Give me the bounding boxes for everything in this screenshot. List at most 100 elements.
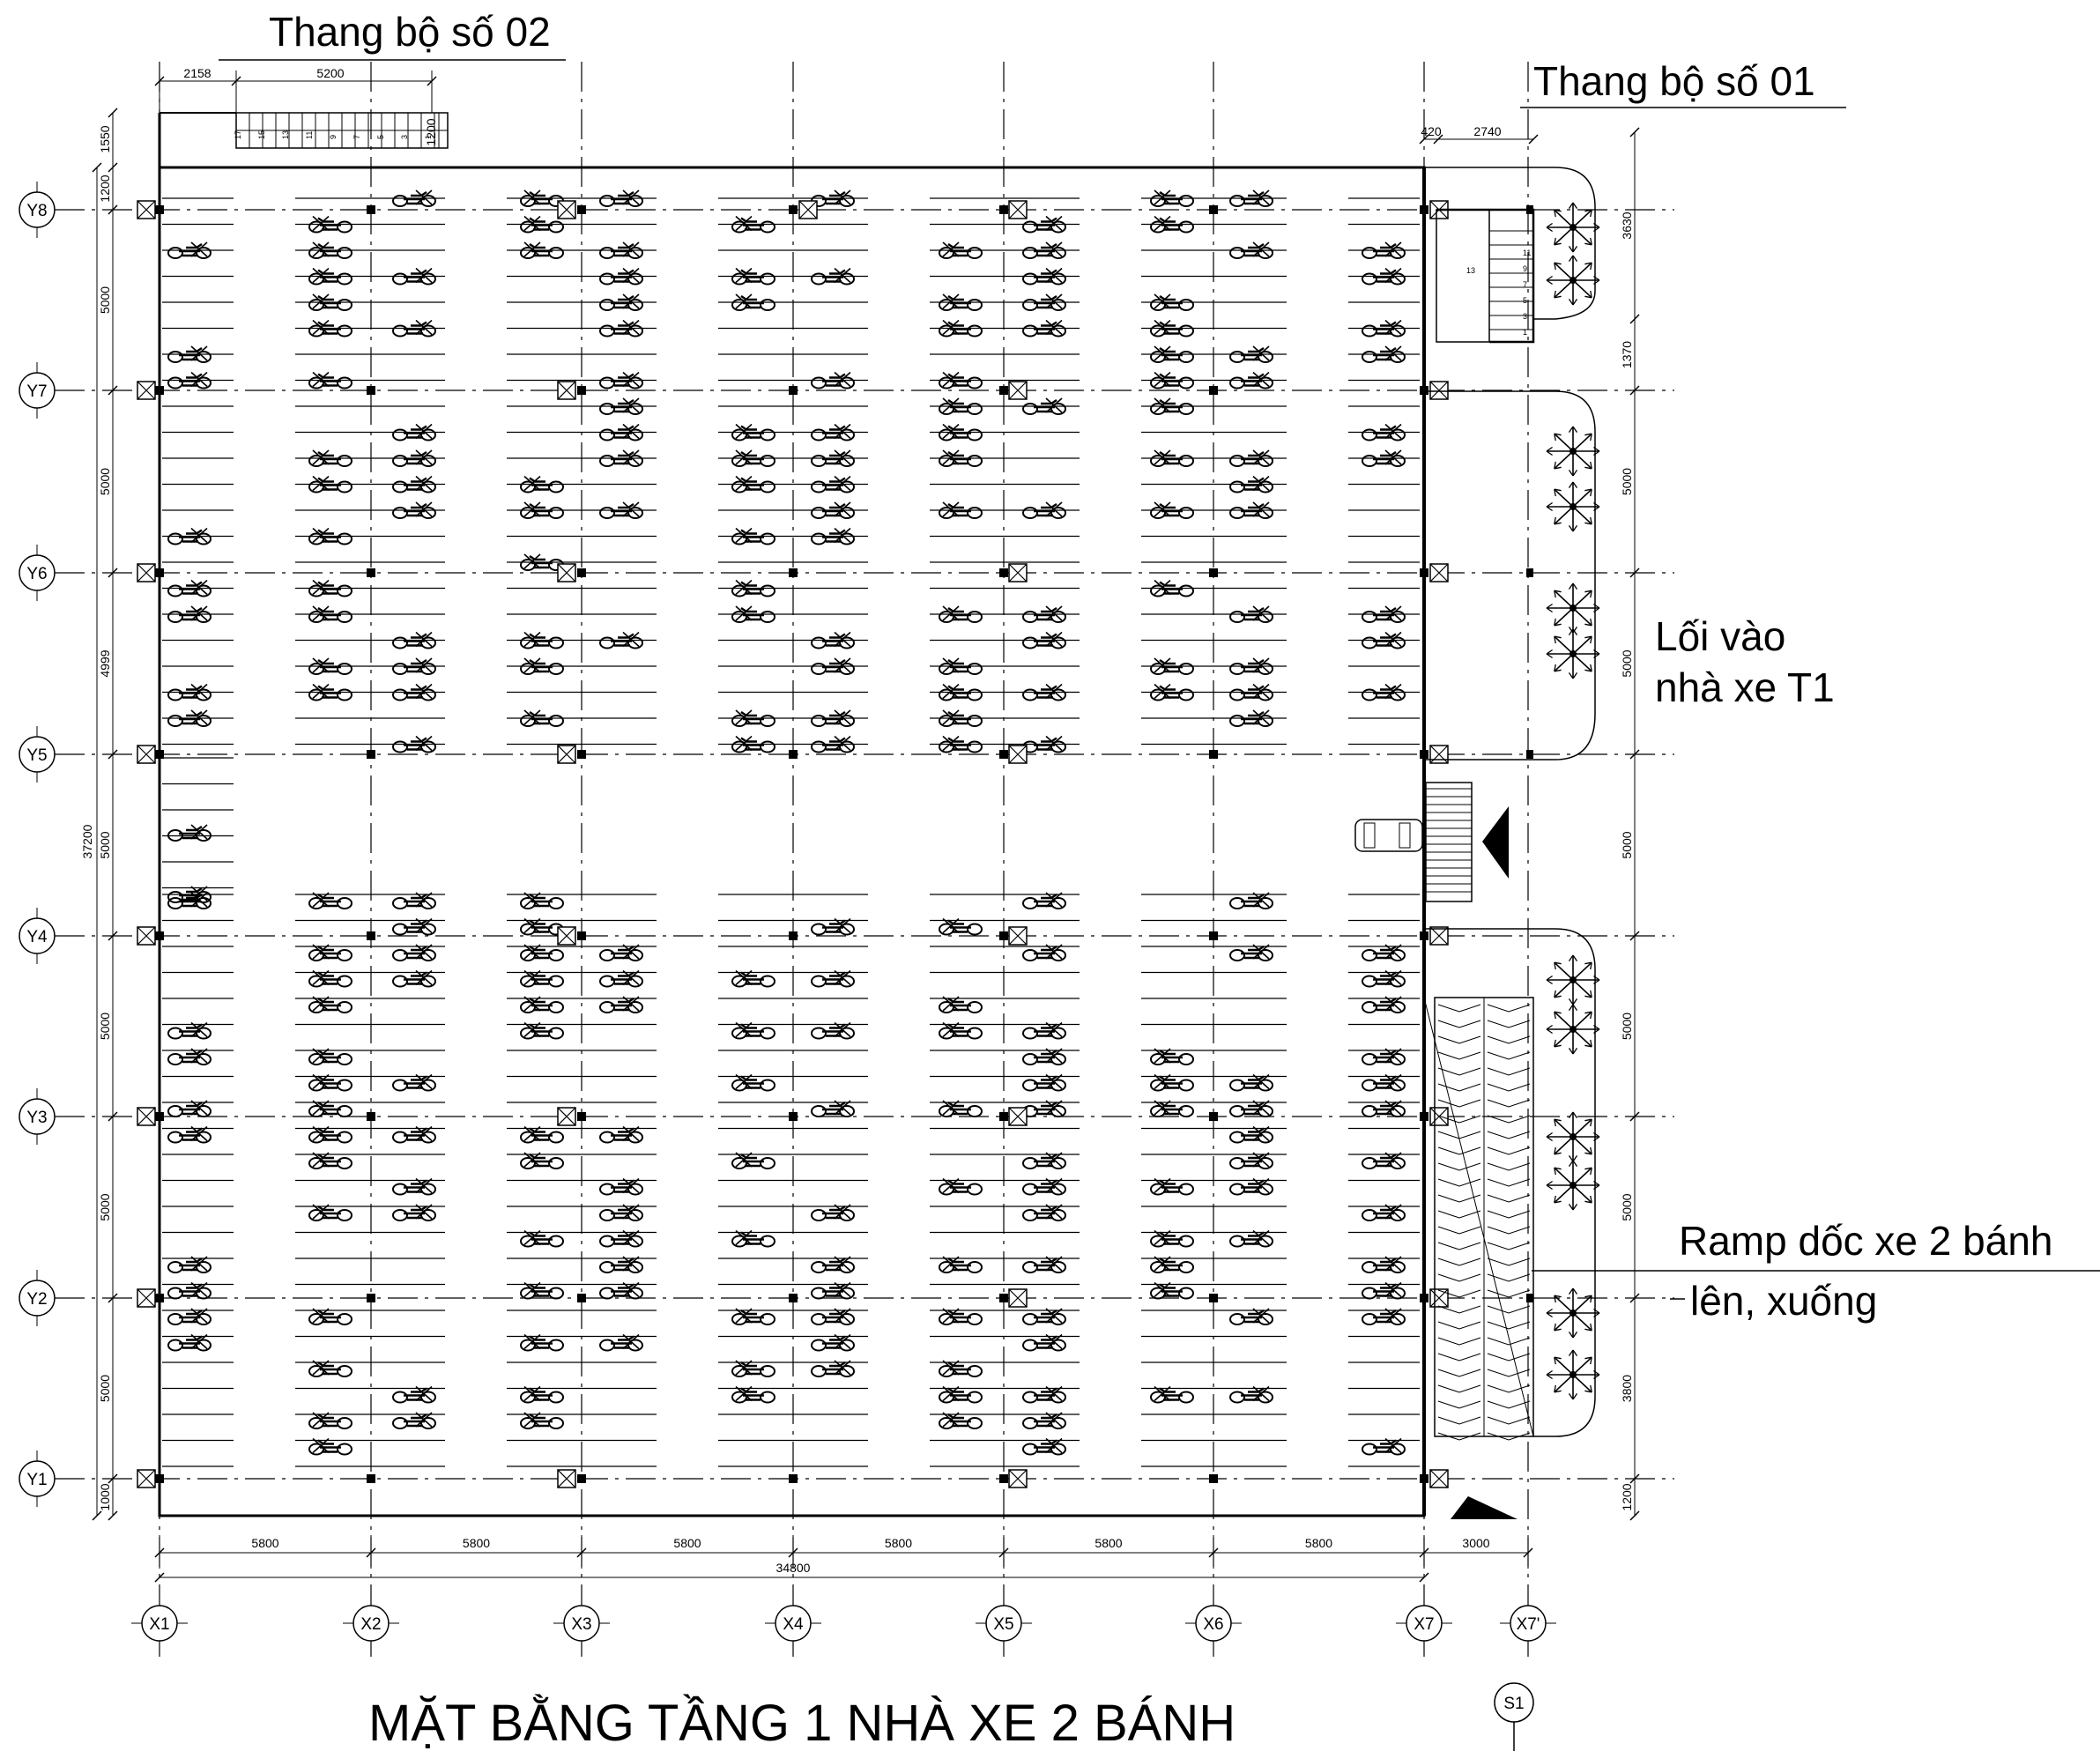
ramp-chevron [1487, 1369, 1531, 1377]
axis-label: X2 [360, 1615, 381, 1634]
ramp-chevron [1487, 1400, 1531, 1409]
ramp-chevron [1487, 1083, 1531, 1092]
ramp-chevron [1487, 1115, 1531, 1124]
ramp-chevron [1437, 1432, 1481, 1441]
column [1209, 750, 1218, 759]
tree-icon [1546, 255, 1600, 306]
dim-text: 3800 [1620, 1375, 1634, 1402]
column-box [557, 745, 576, 764]
motorbike-icon [599, 241, 643, 259]
dim-tick [108, 1510, 118, 1521]
ramp-chevron [1437, 1273, 1481, 1282]
motorbike-icon [520, 969, 564, 988]
motorbike-icon [1362, 631, 1406, 649]
motorbike-icon [599, 189, 643, 207]
motorbike-icon [1150, 501, 1194, 519]
column [789, 1474, 798, 1483]
column-box [1008, 926, 1028, 946]
motorbike-icon [308, 267, 352, 286]
dim-text: 5800 [463, 1536, 490, 1550]
motorbike-icon [1022, 215, 1066, 234]
ramp-chevron [1437, 1353, 1481, 1361]
motorbike-icon [1022, 631, 1066, 649]
motorbike-icon [308, 996, 352, 1013]
motorbike-icon [1022, 1152, 1066, 1169]
motorbike-icon [308, 683, 352, 701]
ramp-chevron [1437, 1289, 1481, 1298]
column-box [1429, 926, 1449, 946]
tree-icon [1546, 481, 1600, 532]
motorbike-icon [811, 657, 855, 675]
dim-text: 4999 [98, 649, 112, 677]
motorbike-icon [392, 917, 436, 936]
motorbike-icon [1362, 1308, 1406, 1325]
axis-bubble-x: X3 [553, 1605, 610, 1642]
dim-tick [1629, 1473, 1640, 1484]
column-box [1008, 381, 1028, 400]
motorbike-icon [1022, 397, 1066, 415]
axis-bubble-y: Y8 [19, 182, 56, 238]
dim-text: 1200 [424, 118, 438, 145]
dim-tick [108, 749, 118, 760]
motorbike-icon [939, 423, 983, 441]
dim-text: 5800 [251, 1536, 278, 1550]
motorbike-icon [520, 657, 564, 675]
motorbike-icon [1229, 501, 1273, 519]
motorbike-icon [392, 501, 436, 519]
motorbike-icon [392, 1204, 436, 1221]
motorbike-icon [1229, 944, 1273, 961]
motorbike-icon [731, 1152, 775, 1169]
motorbike-icon [1229, 449, 1273, 467]
planter-outline [1424, 167, 1596, 320]
motorbike-icon [1229, 709, 1273, 727]
motorbike-icon [1150, 1256, 1194, 1273]
motorbike-icon [731, 1021, 775, 1040]
column-box [1429, 1107, 1449, 1126]
motorbike-icon [520, 944, 564, 961]
motorbike-icon [731, 1385, 775, 1404]
ramp-chevron [1487, 1432, 1531, 1441]
axis-label: X4 [783, 1615, 804, 1634]
motorbike-icon [811, 631, 855, 649]
column [367, 568, 375, 577]
column [367, 931, 375, 940]
motorbike-icon [520, 501, 564, 519]
column [155, 931, 164, 940]
motorbike-icon [599, 397, 643, 415]
dim-text: 5000 [1620, 831, 1634, 858]
motorbike-icon [392, 969, 436, 988]
dim-tick [1629, 1510, 1640, 1521]
column [577, 1294, 586, 1302]
motorbike-icon [1022, 1308, 1066, 1325]
dim-text: 5000 [98, 1013, 112, 1040]
column [155, 1112, 164, 1121]
column [1209, 386, 1218, 395]
dim-tick [108, 1473, 118, 1484]
motorbike-icon [308, 527, 352, 545]
motorbike-icon [1362, 319, 1406, 338]
dim-text: 1200 [1620, 1483, 1634, 1510]
column [999, 1294, 1008, 1302]
bollard [1526, 205, 1533, 214]
column-box [557, 1107, 576, 1126]
motorbike-icon [731, 579, 775, 597]
ramp-chevron [1487, 1131, 1531, 1139]
motorbike-icon [1229, 371, 1273, 390]
motorbike-icon [811, 1256, 855, 1273]
motorbike-icon [811, 501, 855, 519]
column [1209, 931, 1218, 940]
motorbike-icon [167, 579, 211, 597]
motorbike-icon [392, 1385, 436, 1404]
motorbike-icon [599, 996, 643, 1013]
dim-tick [1629, 1293, 1640, 1303]
axis-bubble-x: X6 [1185, 1605, 1242, 1642]
motorbike-icon [599, 1177, 643, 1196]
motorbike-icon [1150, 189, 1194, 207]
motorbike-icon [1229, 892, 1273, 909]
motorbike-icon [1362, 345, 1406, 363]
column [367, 386, 375, 395]
column [155, 568, 164, 577]
motorbike-icon [1362, 969, 1406, 988]
column [999, 750, 1008, 759]
column [999, 1474, 1008, 1483]
